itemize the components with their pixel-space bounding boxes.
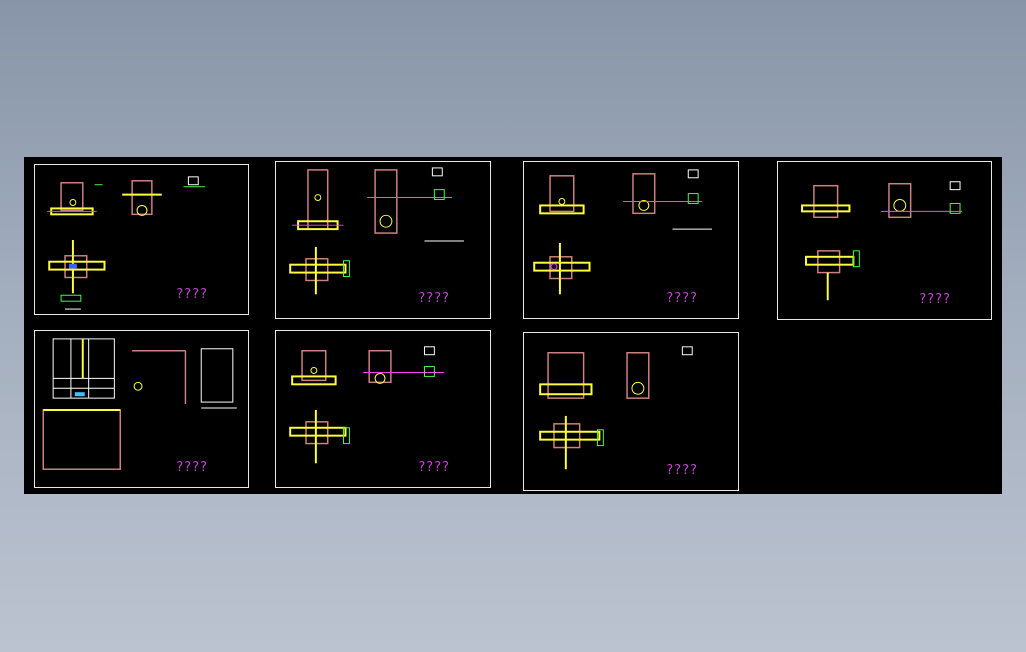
drawing-sheet-3[interactable]: ???? xyxy=(523,161,739,319)
sheet-6-drawing xyxy=(289,346,445,464)
sheet-3-drawing xyxy=(533,169,712,295)
sheet-1-drawing xyxy=(47,176,206,310)
cad-model-space[interactable]: ???? ???? xyxy=(24,157,1002,494)
drawing-sheet-6[interactable]: ???? xyxy=(275,330,491,488)
drawing-sheet-2[interactable]: ???? xyxy=(275,161,491,319)
sheet-title: ???? xyxy=(666,291,698,306)
drawing-sheet-5[interactable]: ???? xyxy=(34,330,249,488)
sheet-2-drawing xyxy=(289,167,464,295)
sheet-title: ???? xyxy=(176,287,208,302)
sheet-4-drawing xyxy=(801,181,963,301)
sheet-title: ???? xyxy=(666,463,698,478)
sheet-title: ???? xyxy=(418,460,450,475)
drawing-sheet-4[interactable]: ???? xyxy=(777,161,992,320)
drawing-sheet-7[interactable]: ???? xyxy=(523,332,739,491)
sheet-5-drawing xyxy=(42,338,237,470)
sheet-7-drawing xyxy=(539,346,693,470)
drawing-sheet-1[interactable]: ???? xyxy=(34,164,249,315)
sheet-title: ???? xyxy=(176,460,208,475)
sheet-title: ???? xyxy=(418,291,450,306)
sheet-title: ???? xyxy=(919,292,951,307)
